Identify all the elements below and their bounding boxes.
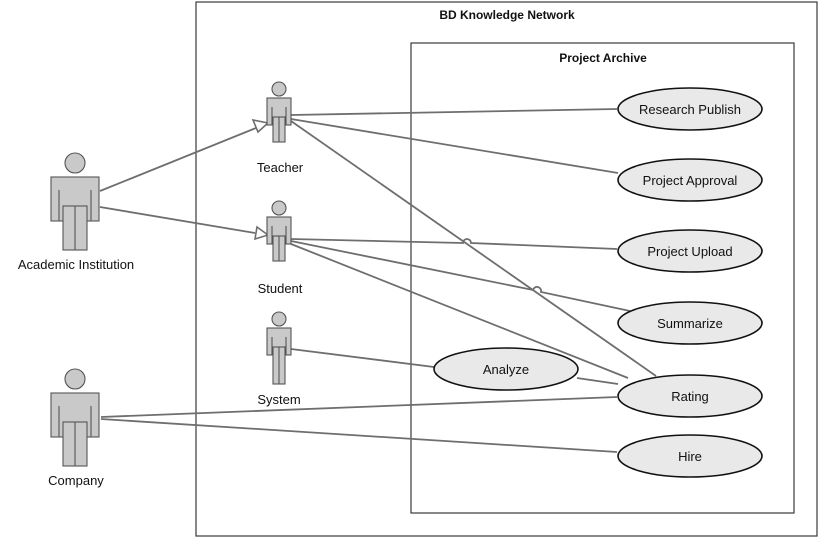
hire-ellipse — [617, 434, 763, 478]
research-publish-ellipse — [617, 87, 763, 131]
generalization-teacher — [99, 127, 257, 192]
generalization-arrowhead-student — [253, 225, 270, 241]
summarize-label: Summarize — [657, 316, 723, 331]
assoc-student-rating — [290, 243, 629, 379]
assoc-company-hire — [100, 418, 618, 453]
research-publish-label: Research Publish — [639, 102, 741, 117]
project-approval-label: Project Approval — [643, 173, 738, 188]
generalization-student — [99, 206, 256, 234]
company-person-icon — [50, 368, 100, 467]
analyze-label: Analyze — [483, 362, 529, 377]
use-case-hire: Hire — [617, 434, 763, 478]
use-case-research-publish: Research Publish — [617, 87, 763, 131]
assoc-teacher-rating — [290, 120, 657, 377]
use-case-project-approval: Project Approval — [617, 158, 763, 202]
actor-academic-institution: Academic Institution — [18, 152, 134, 272]
assoc-company-rating — [100, 396, 618, 418]
teacher-label: Teacher — [257, 160, 304, 175]
use-case-summarize: Summarize — [617, 301, 763, 345]
system-title: BD Knowledge Network — [439, 8, 575, 22]
use-case-project-upload: Project Upload — [617, 229, 763, 273]
use-case-analyze: Analyze — [433, 347, 579, 391]
system-actor-label: System — [257, 392, 300, 407]
academic-institution-person-icon — [50, 152, 100, 251]
assoc-student-project-upload — [290, 238, 618, 250]
student-label: Student — [258, 281, 303, 296]
teacher-person-icon — [266, 81, 292, 143]
assoc-analyze-rating — [576, 377, 619, 385]
actor-student: Student — [258, 200, 303, 296]
associations — [99, 108, 657, 453]
hire-label: Hire — [678, 449, 702, 464]
generalization-arrowhead-teacher — [251, 118, 270, 134]
use-case-rating: Rating — [617, 374, 763, 418]
system-person-icon — [266, 311, 292, 385]
analyze-ellipse — [433, 347, 579, 391]
assoc-teacher-research-publish — [290, 108, 618, 116]
project-upload-label: Project Upload — [647, 244, 732, 259]
assoc-teacher-project-approval — [290, 118, 619, 174]
academic-institution-label: Academic Institution — [18, 257, 134, 272]
rating-ellipse — [617, 374, 763, 418]
actor-company: Company — [48, 368, 104, 488]
summarize-ellipse — [617, 301, 763, 345]
assoc-student-summarize — [290, 240, 631, 312]
subsystem-title: Project Archive — [559, 51, 647, 65]
actor-system: System — [257, 311, 301, 407]
project-upload-ellipse — [617, 229, 763, 273]
project-approval-ellipse — [617, 158, 763, 202]
actor-teacher: Teacher — [257, 81, 304, 175]
company-label: Company — [48, 473, 104, 488]
student-person-icon — [266, 200, 292, 262]
assoc-system-analyze — [290, 348, 435, 368]
rating-label: Rating — [671, 389, 709, 404]
